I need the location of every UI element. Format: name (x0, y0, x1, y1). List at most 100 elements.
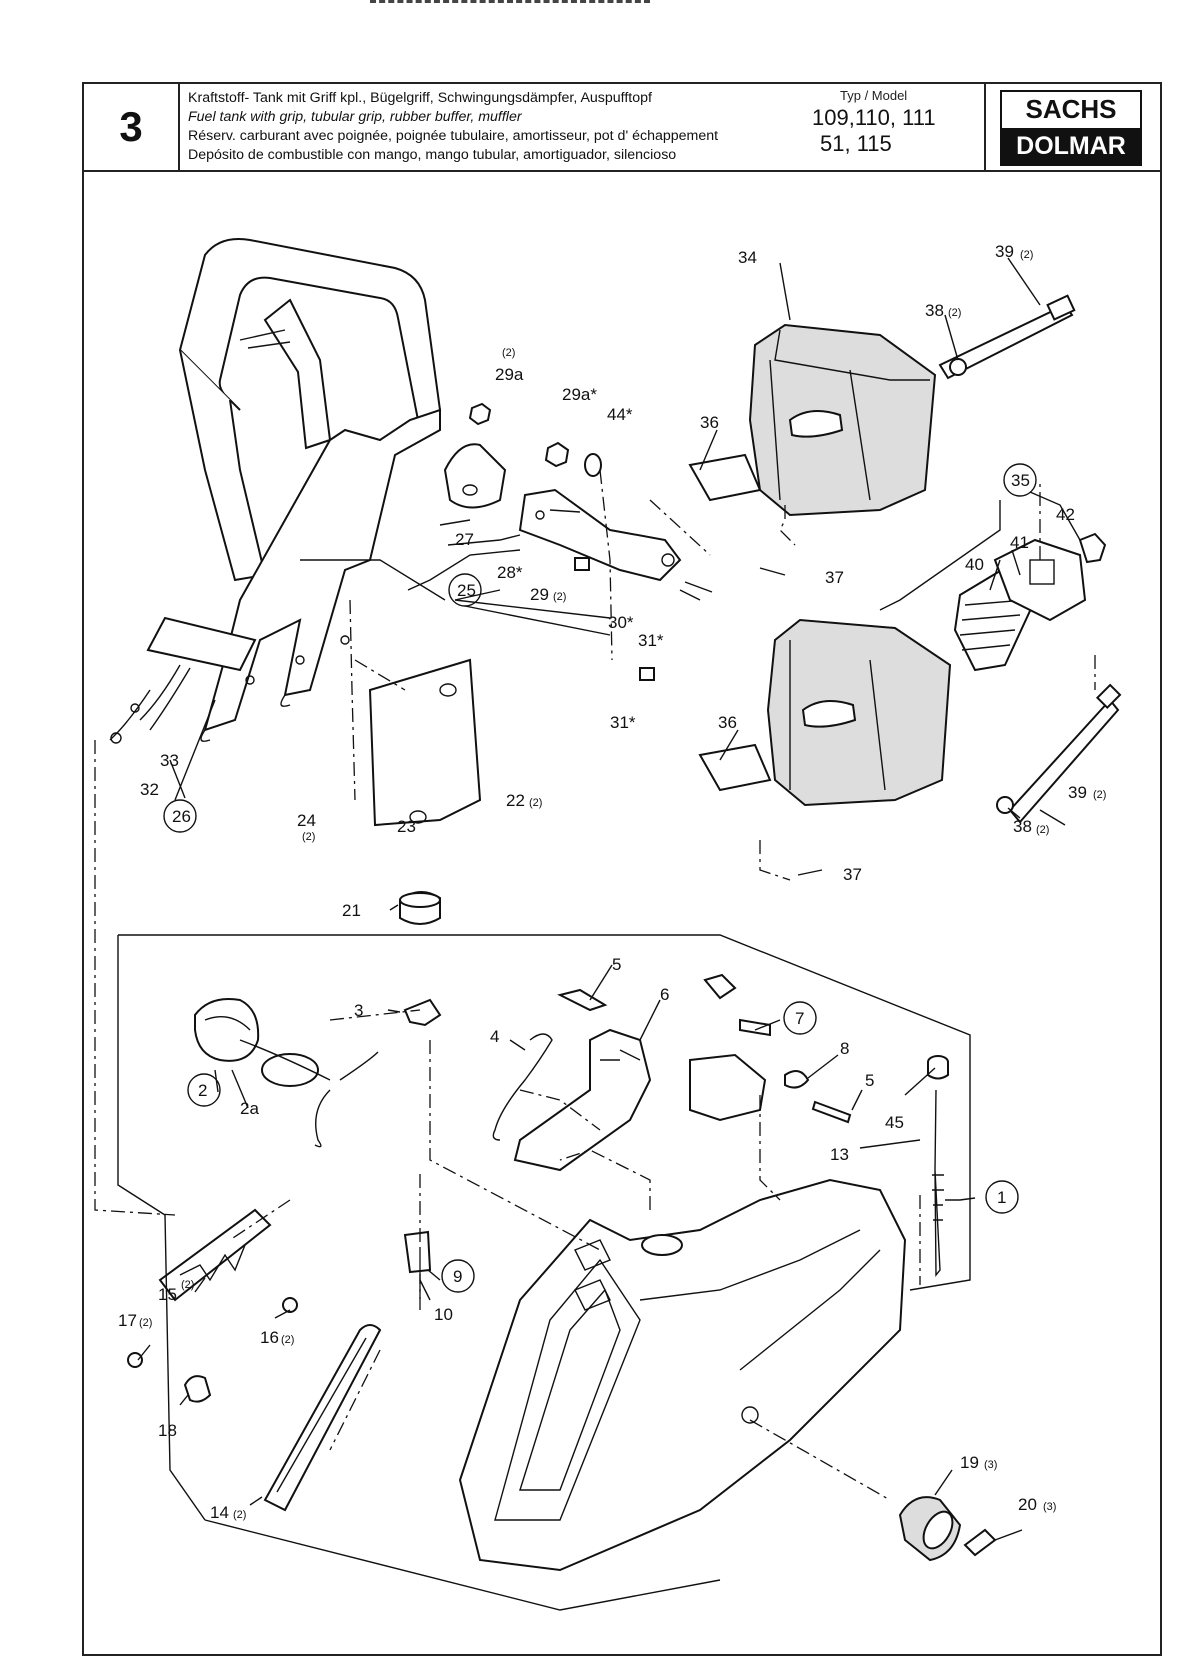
label-4: 4 (490, 1027, 499, 1046)
qty-38-bottom: (2) (1036, 824, 1049, 836)
label-2a: 2a (240, 1099, 259, 1118)
label-10: 10 (434, 1305, 453, 1324)
label-39-top: 39 (995, 242, 1014, 261)
label-42: 42 (1056, 505, 1075, 524)
parts-sheet-frame: 3 Kraftstoff- Tank mit Griff kpl., Bügel… (82, 82, 1162, 1656)
qty-29: (2) (553, 591, 566, 603)
assembly-outline-lines (94, 469, 971, 1611)
label-7: 7 (795, 1009, 804, 1028)
label-29a-star: 29a* (562, 385, 597, 404)
label-32: 32 (140, 780, 159, 799)
label-33: 33 (160, 751, 179, 770)
part-number-labels: 25 26 35 2 7 9 1 34 39 (2) 38 (2) 36 37 … (118, 242, 1106, 1522)
label-31-bottom: 31* (610, 713, 636, 732)
bracket-27-drawing (443, 402, 507, 509)
model-block: Typ / Model 109,110, 111 51, 115 (812, 88, 992, 157)
models-line-2: 51, 115 (820, 131, 892, 156)
top-edge-dashes (370, 0, 650, 7)
qty-24: (2) (302, 831, 315, 843)
qty-22: (2) (529, 797, 542, 809)
label-30: 30* (608, 613, 634, 632)
gasket-parts-drawing (953, 532, 1107, 672)
label-23: 23 (397, 817, 416, 836)
label-38-top: 38 (925, 301, 944, 320)
description-de: Kraftstoff- Tank mit Griff kpl., Bügelgr… (188, 90, 652, 106)
brand-bottom: DOLMAR (1002, 128, 1140, 164)
label-22: 22 (506, 791, 525, 810)
muffler-34-drawing (688, 294, 1076, 517)
qty-16: (2) (281, 1334, 294, 1346)
label-26: 26 (172, 807, 191, 826)
qty-17: (2) (139, 1317, 152, 1329)
label-41: 41 (1010, 533, 1029, 552)
section-description: Kraftstoff- Tank mit Griff kpl., Bügelgr… (188, 89, 888, 165)
qty-20: (3) (1043, 1501, 1056, 1513)
qty-39-top: (2) (1020, 249, 1033, 261)
label-3: 3 (354, 1001, 363, 1020)
models-line-1: 109,110, 111 (812, 105, 936, 130)
qty-19: (3) (984, 1459, 997, 1471)
filter-parts-drawing (399, 891, 442, 1274)
label-21: 21 (342, 901, 361, 920)
label-5-top: 5 (612, 955, 621, 974)
label-13: 13 (830, 1145, 849, 1164)
circle-markers (163, 463, 1037, 1293)
label-37-bottom: 37 (843, 865, 862, 884)
qty-38-top: (2) (948, 307, 961, 319)
fuel-tank-housing-drawing (458, 1178, 907, 1572)
label-36-bottom: 36 (718, 713, 737, 732)
bracket-28-drawing (518, 441, 713, 681)
rubber-buffer-drawing (898, 1496, 997, 1562)
label-15: 15 (158, 1285, 177, 1304)
logo-cell: SACHS DOLMAR (984, 84, 1162, 170)
label-28: 28* (497, 563, 523, 582)
label-19: 19 (960, 1453, 979, 1472)
label-2: 2 (198, 1081, 207, 1100)
brand-top: SACHS (1002, 92, 1140, 126)
label-6: 6 (660, 985, 669, 1004)
description-es: Depósito de combustible con mango, mango… (188, 147, 677, 163)
label-24: 24 (297, 811, 316, 830)
label-40: 40 (965, 555, 984, 574)
label-25: 25 (457, 581, 476, 600)
muffler-assembly-lines (759, 480, 1096, 881)
qty-39-bottom: (2) (1093, 789, 1106, 801)
label-39-bottom: 39 (1068, 783, 1087, 802)
muffler-lower-drawing (698, 618, 1122, 824)
description-fr: Réserv. carburant avec poignée, poignée … (188, 128, 719, 144)
label-17: 17 (118, 1311, 137, 1330)
label-31-top: 31* (638, 631, 664, 650)
section-number: 3 (84, 84, 180, 170)
leader-lines (137, 257, 1081, 1541)
qty-29a-top: (2) (502, 347, 515, 359)
qty-15: (2) (181, 1279, 194, 1291)
description-en: Fuel tank with grip, tubular grip, rubbe… (188, 109, 522, 125)
label-20: 20 (1018, 1495, 1037, 1514)
label-44: 44* (607, 405, 633, 424)
cable-leads-drawing (109, 616, 257, 744)
label-29a: 29a (495, 365, 524, 384)
label-38-bottom: 38 (1013, 817, 1032, 836)
label-45: 45 (885, 1113, 904, 1132)
label-18: 18 (158, 1421, 177, 1440)
label-16: 16 (260, 1328, 279, 1347)
label-36-top: 36 (700, 413, 719, 432)
model-label: Typ / Model (840, 88, 908, 103)
label-5-bottom: 5 (865, 1071, 874, 1090)
trigger-parts-drawing (492, 973, 852, 1172)
label-1: 1 (997, 1188, 1006, 1207)
sheet-header: 3 Kraftstoff- Tank mit Griff kpl., Bügel… (84, 84, 1160, 172)
label-34: 34 (738, 248, 757, 267)
label-8: 8 (840, 1039, 849, 1058)
filler-cap-drawing (194, 998, 379, 1148)
label-9: 9 (453, 1267, 462, 1286)
label-35: 35 (1011, 471, 1030, 490)
lower-left-parts-drawing (127, 1208, 382, 1512)
brand-logo: SACHS DOLMAR (1000, 90, 1142, 166)
fuel-pipe-drawing (927, 1055, 949, 1277)
plate-23-drawing (368, 658, 482, 827)
label-29: 29 (530, 585, 549, 604)
qty-14: (2) (233, 1509, 246, 1521)
label-27: 27 (455, 530, 474, 549)
